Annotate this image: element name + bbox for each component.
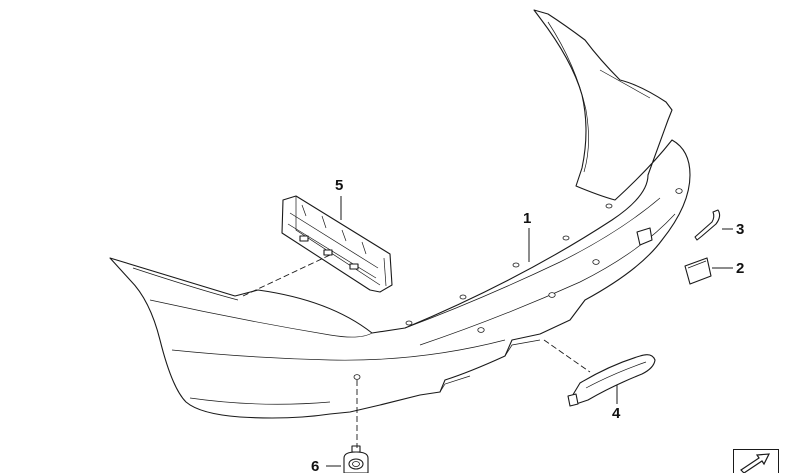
- assembly-line-bracket: [242, 254, 331, 297]
- rear-reflector[interactable]: [567, 354, 656, 407]
- callout-3: 3: [736, 221, 745, 238]
- tow-hook-cover[interactable]: [684, 257, 712, 285]
- bumper-bracket[interactable]: [281, 195, 393, 293]
- callout-5: 5: [335, 177, 344, 194]
- bumper-cover[interactable]: [109, 9, 691, 419]
- retaining-clip[interactable]: [694, 209, 721, 241]
- assembly-line-reflector: [543, 339, 591, 373]
- callout-1: 1: [523, 210, 532, 227]
- callout-4: 4: [612, 405, 621, 422]
- catalog-arrow-icon: [733, 449, 779, 473]
- callout-2: 2: [736, 260, 745, 277]
- callout-6: 6: [311, 458, 320, 473]
- pdc-sensor[interactable]: [343, 445, 369, 473]
